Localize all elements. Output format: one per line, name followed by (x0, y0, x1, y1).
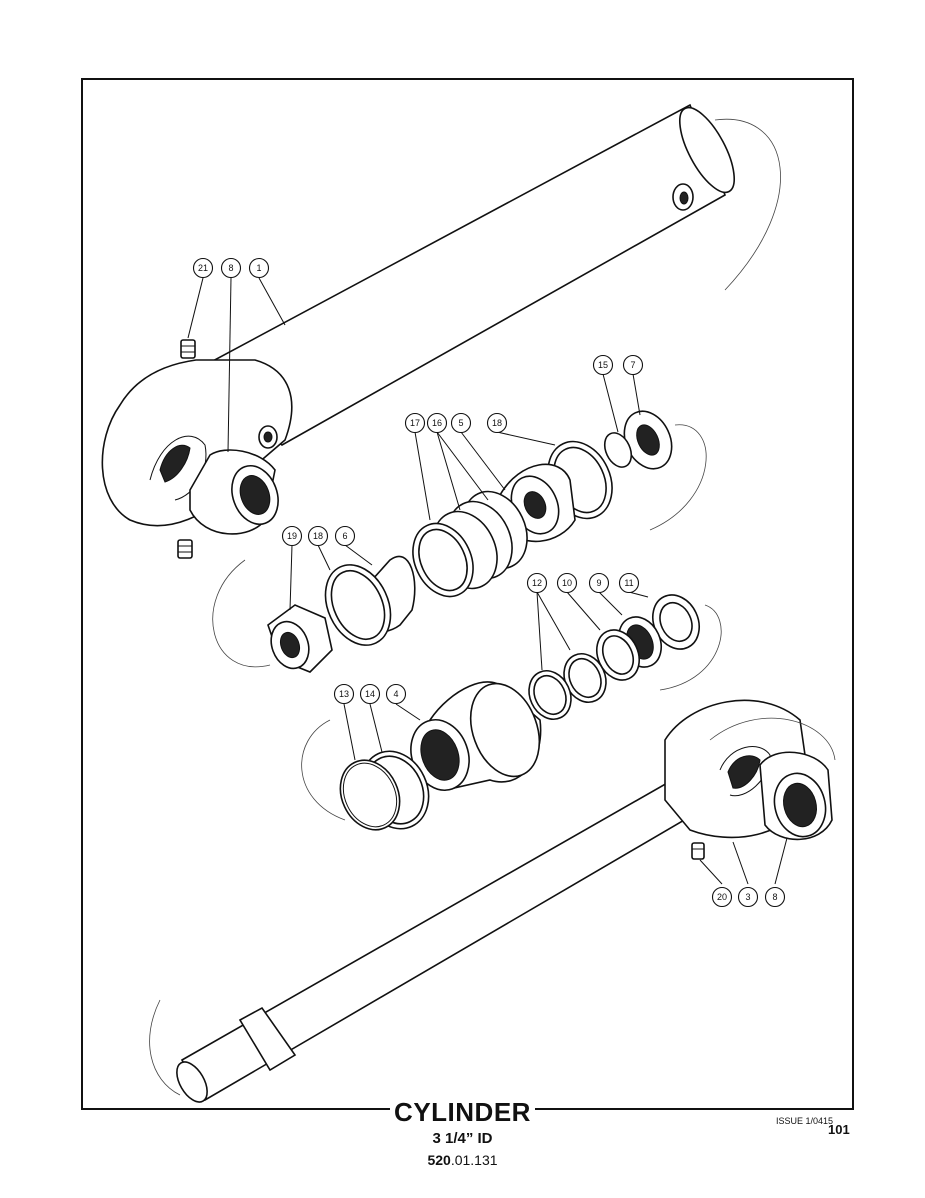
callout-15: 15 (592, 354, 614, 376)
callout-7: 7 (622, 354, 644, 376)
svg-text:15: 15 (598, 360, 608, 370)
callout-20: 20 (711, 886, 733, 908)
document-number-prefix: 520 (427, 1152, 451, 1168)
svg-text:8: 8 (228, 263, 233, 273)
callout-12: 12 (526, 572, 548, 594)
document-number: 520.01.131 (0, 1152, 925, 1168)
set-screw-part-21 (180, 339, 196, 359)
callout-8-lower: 8 (764, 886, 786, 908)
callout-10: 10 (556, 572, 578, 594)
callout-6: 6 (334, 525, 356, 547)
gland-nut-group (212, 555, 416, 673)
svg-text:11: 11 (624, 578, 633, 588)
callout-3: 3 (737, 886, 759, 908)
svg-text:19: 19 (287, 531, 297, 541)
svg-text:12: 12 (532, 578, 542, 588)
page-number: 101 (828, 1122, 850, 1137)
title-wrapper: CYLINDER (0, 1097, 925, 1128)
piston-rod (149, 699, 836, 1103)
svg-text:4: 4 (393, 689, 398, 699)
svg-text:10: 10 (562, 578, 572, 588)
rod-seal-group (528, 594, 722, 720)
callout-1: 1 (248, 257, 270, 279)
bushing-part-8-upper (189, 449, 279, 535)
svg-text:18: 18 (313, 531, 323, 541)
svg-text:1: 1 (256, 263, 261, 273)
svg-text:9: 9 (596, 578, 601, 588)
svg-text:21: 21 (198, 263, 208, 273)
piston-seal-group-upper (412, 410, 707, 598)
grease-fitting-part-20 (691, 842, 705, 860)
page-title: CYLINDER (390, 1097, 535, 1128)
callout-19: 19 (281, 525, 303, 547)
svg-text:18: 18 (492, 418, 502, 428)
callout-17: 17 (404, 412, 426, 434)
callout-14: 14 (359, 683, 381, 705)
svg-text:17: 17 (410, 418, 420, 428)
set-screw-lower (177, 539, 193, 559)
svg-text:3: 3 (745, 892, 750, 902)
callout-9: 9 (588, 572, 610, 594)
issue-label: ISSUE 1/0415 (776, 1116, 834, 1126)
svg-text:20: 20 (717, 892, 727, 902)
callout-11: 11 (618, 572, 640, 594)
callout-4: 4 (385, 683, 407, 705)
callout-5: 5 (450, 412, 472, 434)
leader-lines (187, 277, 788, 885)
svg-text:7: 7 (630, 360, 635, 370)
cylinder-barrel (101, 103, 781, 527)
callout-13: 13 (333, 683, 355, 705)
page-subtitle: 3 1/4” ID (432, 1130, 493, 1147)
svg-text:14: 14 (365, 689, 375, 699)
svg-text:5: 5 (458, 418, 463, 428)
svg-text:6: 6 (342, 531, 347, 541)
callout-18-upper: 18 (486, 412, 508, 434)
callout-8-upper: 8 (220, 257, 242, 279)
svg-text:13: 13 (339, 689, 349, 699)
callout-16: 16 (426, 412, 448, 434)
callout-21: 21 (192, 257, 214, 279)
callout-18-lower: 18 (307, 525, 329, 547)
gland-part-4-group (301, 681, 542, 831)
svg-text:16: 16 (432, 418, 442, 428)
document-number-suffix: .01.131 (450, 1152, 498, 1168)
svg-text:8: 8 (772, 892, 777, 902)
